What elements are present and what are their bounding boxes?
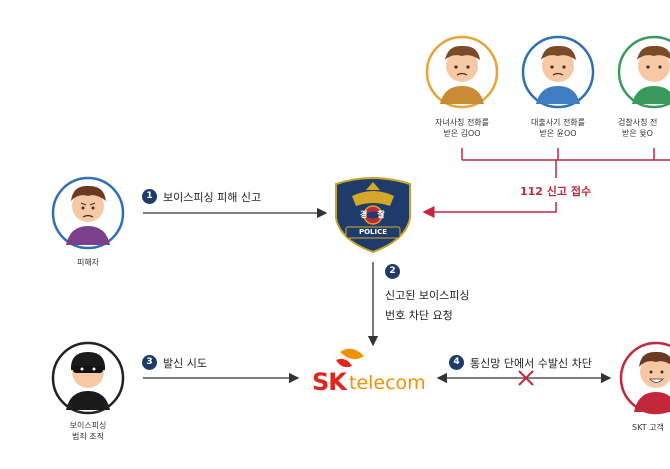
victim-label: 피해자: [76, 258, 100, 267]
police-badge-text-right: 찰: [377, 210, 385, 219]
report-bracket: [461, 148, 670, 178]
criminal-label-line2: 범죄 조직: [72, 432, 104, 441]
step-3-text: 발신 시도: [163, 357, 207, 370]
police-badge-icon: [335, 177, 411, 254]
step-4-badge: 4: [449, 355, 464, 370]
reporter-caption-3-line2: 받은 윷O: [622, 129, 653, 138]
criminal-label: 보이스피싱 범죄 조직: [58, 420, 118, 442]
reporter-caption-1-line2: 받은 김OO: [443, 129, 481, 138]
customer-label: SKT 고객: [632, 423, 664, 432]
arrow-112-to-police: [422, 202, 557, 218]
police-badge-text-left: 경: [360, 210, 368, 219]
reporter-caption-2-line2: 받은 윤OO: [539, 129, 577, 138]
skt-logo-telecom: telecom: [349, 372, 426, 394]
step-4-text: 통신망 단에서 수발신 차단: [470, 357, 592, 370]
reporter-caption-2-line1: 대출사기 전화를: [530, 118, 586, 127]
step-2-text-line1: 신고된 보이스피싱: [385, 289, 470, 302]
customer-avatar: [619, 341, 670, 415]
reporter-avatar-3: [617, 35, 670, 109]
skt-butterfly-logo-icon: [336, 348, 364, 368]
reporter-caption-1-line1: 자녀사칭 전화를: [434, 118, 490, 127]
reporter-caption-2: 대출사기 전화를 받은 윤OO: [521, 117, 595, 139]
skt-logo-sk: SK: [312, 368, 347, 396]
reporter-caption-3-line1: 검찰사칭 전: [618, 118, 658, 127]
reporter-caption-1: 자녀사칭 전화를 받은 김OO: [425, 117, 499, 139]
police-ribbon-text: POLICE: [358, 228, 388, 236]
reporter-avatar-2: [521, 35, 595, 109]
block-x-icon: [518, 370, 534, 386]
criminal-label-line1: 보이스피싱: [69, 421, 107, 430]
report-112-label: 112 신고 접수: [520, 185, 592, 198]
step-1-badge: 1: [142, 189, 157, 204]
step-3-badge: 3: [142, 355, 157, 370]
step-1-text: 보이스피싱 피해 신고: [163, 191, 262, 204]
step-2-badge: 2: [385, 264, 400, 279]
criminal-avatar: [51, 341, 125, 415]
reporter-avatar-1: [425, 35, 499, 109]
victim-avatar: [51, 176, 125, 250]
reporter-caption-3: 검찰사칭 전 받은 윷O: [618, 117, 670, 139]
step-2-text: 신고된 보이스피싱 번호 차단 요청: [385, 286, 469, 326]
step-2-text-line2: 번호 차단 요청: [385, 309, 453, 322]
